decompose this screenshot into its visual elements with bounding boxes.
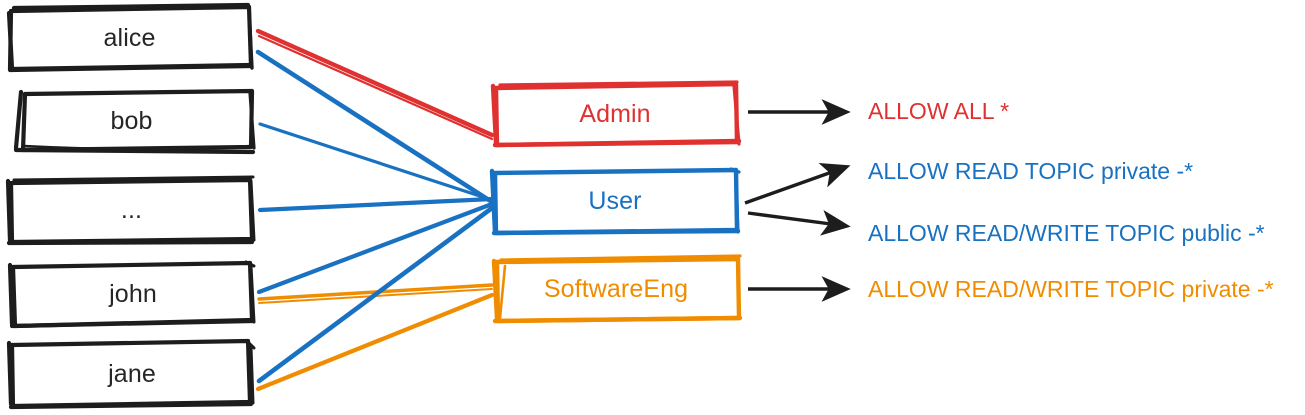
user-node-jane[interactable]: jane [8, 340, 256, 408]
link-etc-user [257, 196, 495, 213]
link-alice-user [255, 49, 495, 205]
permission-label-read-topic-private: ALLOW READ TOPIC private -* [868, 158, 1194, 184]
role-node-user[interactable]: User [492, 168, 738, 235]
role-node-label: SoftwareEng [543, 275, 689, 303]
permission-label-readwrite-topic-public: ALLOW READ/WRITE TOPIC public -* [868, 220, 1265, 246]
user-node-label: alice [103, 23, 156, 52]
link-alice-admin [255, 28, 495, 141]
user-node-label: bob [110, 106, 153, 135]
role-node-label: User [588, 187, 642, 215]
link-jane-softwareeng [255, 292, 495, 392]
arrow-user-read-private [744, 163, 851, 205]
link-john-user [256, 201, 495, 295]
user-node-label: john [109, 279, 157, 308]
role-node-admin[interactable]: Admin [492, 83, 738, 145]
role-node-label: Admin [579, 99, 651, 128]
permission-label-allow-all: ALLOW ALL * [868, 98, 1010, 124]
user-node-bob[interactable]: bob [10, 90, 253, 152]
role-node-softwareeng[interactable]: SoftwareEng [492, 257, 740, 322]
user-node-john[interactable]: john [10, 262, 256, 326]
arrow-user-rw-public [747, 209, 851, 236]
link-bob-user [258, 122, 494, 202]
user-node-alice[interactable]: alice [8, 6, 251, 70]
user-node-label: ... [120, 196, 143, 224]
link-john-softwareeng [257, 283, 494, 304]
link-jane-user [256, 205, 495, 384]
user-node-label: jane [108, 359, 156, 388]
user-node-etc[interactable]: ... [8, 178, 255, 243]
permission-label-readwrite-topic-private: ALLOW READ/WRITE TOPIC private -* [868, 276, 1274, 302]
